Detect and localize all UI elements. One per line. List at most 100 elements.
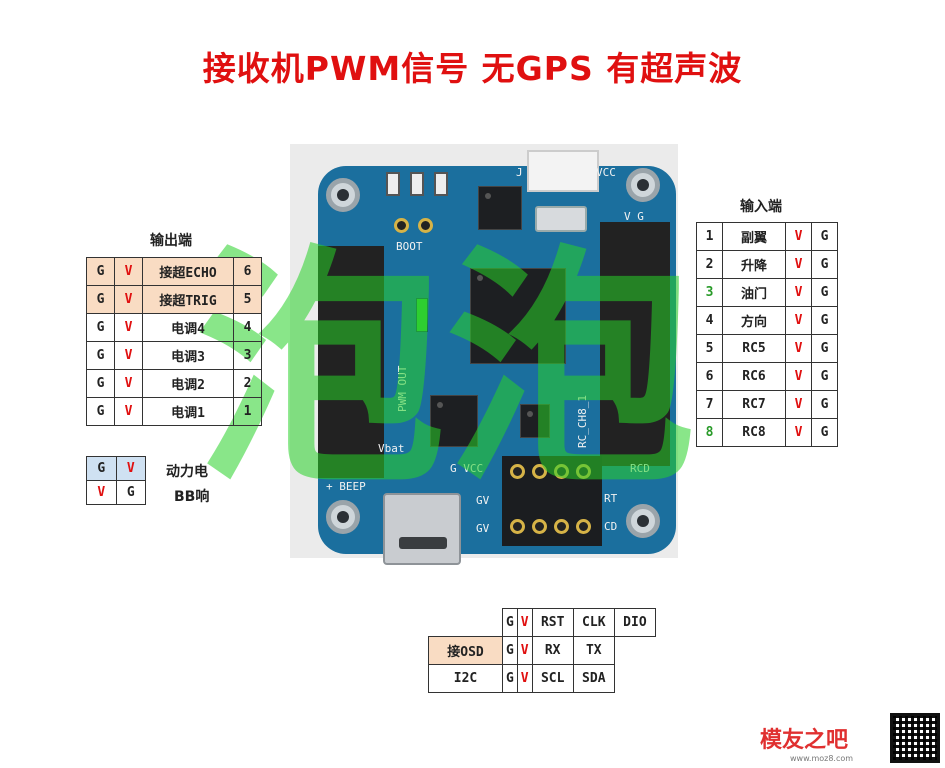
connector-header-cell: DIO bbox=[613, 608, 657, 637]
mounting-hole bbox=[626, 504, 660, 538]
silk-gvcc: G VCC bbox=[450, 462, 484, 475]
input-name-cell: 升降 bbox=[722, 250, 786, 279]
output-name-cell: 接超ECHO bbox=[142, 257, 234, 286]
pad bbox=[532, 464, 547, 479]
output-g-cell: G bbox=[86, 257, 115, 286]
input-g-cell: G bbox=[811, 278, 838, 307]
input-num-cell: 8 bbox=[696, 418, 723, 447]
connector-header-cell: G bbox=[502, 608, 518, 637]
input-num-cell: 2 bbox=[696, 250, 723, 279]
output-v-cell: V bbox=[114, 285, 143, 314]
silk-rcd: RCD bbox=[630, 462, 650, 475]
silk-beep: + BEEP bbox=[326, 480, 366, 493]
crystal bbox=[535, 206, 587, 232]
output-num-cell: 2 bbox=[233, 369, 262, 398]
page-title: 接收机PWM信号 无GPS 有超声波 bbox=[202, 49, 743, 88]
connector-blank-cell bbox=[429, 609, 503, 637]
silk-j: J bbox=[516, 166, 523, 179]
input-g-cell: G bbox=[811, 306, 838, 335]
mounting-hole bbox=[626, 168, 660, 202]
chip bbox=[430, 395, 478, 447]
silk-gv: GV bbox=[476, 522, 490, 535]
pad bbox=[554, 464, 569, 479]
power-cell: V bbox=[86, 480, 117, 505]
silk-vbat: Vbat bbox=[378, 442, 405, 455]
input-name-cell: 油门 bbox=[722, 278, 786, 307]
input-pin-header bbox=[600, 222, 670, 466]
pad bbox=[532, 519, 547, 534]
input-name-cell: 方向 bbox=[722, 306, 786, 335]
usb-connector bbox=[383, 493, 461, 565]
led bbox=[410, 172, 424, 196]
input-num-cell: 3 bbox=[696, 278, 723, 307]
connector-empty-cell bbox=[614, 665, 655, 693]
connector-label-cell: 接OSD bbox=[428, 636, 503, 665]
input-v-cell: V bbox=[785, 250, 812, 279]
output-num-cell: 4 bbox=[233, 313, 262, 342]
chip bbox=[478, 186, 522, 230]
site-logo: 模友之吧 bbox=[760, 728, 849, 753]
output-name-cell: 电调2 bbox=[142, 369, 234, 398]
output-num-cell: 1 bbox=[233, 397, 262, 426]
input-g-cell: G bbox=[811, 390, 838, 419]
connector-header-cell: CLK bbox=[572, 608, 615, 637]
output-name-cell: 电调3 bbox=[142, 341, 234, 370]
input-v-cell: V bbox=[785, 306, 812, 335]
power-cell: G bbox=[115, 480, 146, 505]
input-v-cell: V bbox=[785, 418, 812, 447]
mounting-hole bbox=[326, 178, 360, 212]
input-v-cell: V bbox=[785, 278, 812, 307]
output-v-cell: V bbox=[114, 313, 143, 342]
output-v-cell: V bbox=[114, 397, 143, 426]
beep-label: BB响 bbox=[174, 489, 210, 505]
boot-pad bbox=[394, 218, 409, 233]
power-label: 动力电 bbox=[166, 464, 208, 480]
mounting-hole bbox=[326, 500, 360, 534]
silk-v-g: V G bbox=[624, 210, 644, 223]
input-num-cell: 5 bbox=[696, 334, 723, 363]
input-name-cell: RC8 bbox=[722, 418, 786, 447]
output-pin-header bbox=[318, 246, 384, 478]
power-cell: G bbox=[86, 456, 117, 481]
top-connector bbox=[527, 150, 599, 192]
input-name-cell: RC5 bbox=[722, 334, 786, 363]
input-g-cell: G bbox=[811, 362, 838, 391]
chip bbox=[520, 404, 550, 438]
output-g-cell: G bbox=[86, 341, 115, 370]
connector-cell: SCL bbox=[531, 664, 574, 693]
power-cell: V bbox=[115, 456, 146, 481]
pad bbox=[554, 519, 569, 534]
input-name-cell: RC7 bbox=[722, 390, 786, 419]
connector-header-cell: RST bbox=[531, 608, 574, 637]
pad bbox=[576, 464, 591, 479]
output-g-cell: G bbox=[86, 285, 115, 314]
green-component bbox=[416, 298, 428, 332]
connector-label-cell: I2C bbox=[428, 664, 503, 693]
connector-cell: RX bbox=[531, 636, 574, 665]
input-v-cell: V bbox=[785, 390, 812, 419]
watermark: 泡泡 bbox=[196, 225, 696, 516]
input-g-cell: G bbox=[811, 418, 838, 447]
input-g-cell: G bbox=[811, 334, 838, 363]
output-v-cell: V bbox=[114, 341, 143, 370]
output-name-cell: 电调4 bbox=[142, 313, 234, 342]
input-caption: 输入端 bbox=[740, 199, 782, 215]
connector-header-cell: V bbox=[516, 608, 533, 637]
input-g-cell: G bbox=[811, 250, 838, 279]
input-g-cell: G bbox=[811, 222, 838, 251]
input-v-cell: V bbox=[785, 222, 812, 251]
pad bbox=[510, 519, 525, 534]
connector-empty-cell bbox=[614, 637, 655, 665]
silk-gv: GV bbox=[476, 494, 490, 507]
